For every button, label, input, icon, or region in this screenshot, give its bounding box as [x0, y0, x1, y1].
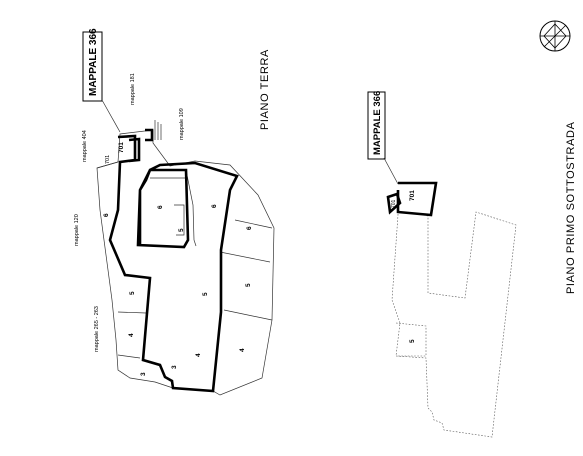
basement-sub-5-label: 5	[409, 339, 416, 343]
basement-sub-701b-label: 701	[391, 199, 397, 208]
mappale-109-label: mappale 109	[179, 108, 185, 140]
sub-6-label: 6	[246, 226, 253, 230]
sub-6-label: 6	[103, 213, 110, 217]
sub-701-label: 701	[118, 142, 125, 153]
basement-mappale-label: MAPPALE 366	[372, 91, 383, 155]
sub-5-label: 5	[129, 291, 136, 295]
ground-floor-label: PIANO TERRA	[259, 49, 271, 130]
mappale-181-label: mappale 181	[130, 73, 136, 105]
mappale-265-263-label: mappale 265 - 263	[94, 306, 100, 352]
mappale-404-label: mappale 404	[82, 130, 88, 162]
basement-mappale-label-box	[367, 91, 386, 160]
sub-5-label: 5	[202, 292, 209, 296]
mappale-120-label: mappale 120	[74, 214, 80, 246]
sub-4-label: 4	[128, 333, 135, 337]
sub-6-label: 6	[211, 204, 218, 208]
sub-5-label: 5	[245, 283, 252, 287]
sub-701b-label: 701	[105, 155, 111, 164]
ground-floor-plan: PIANO TERRA MAPPALE 366 mappale 181 mapp…	[74, 28, 275, 396]
sub-6-label: 6	[157, 205, 164, 209]
sub-4-label: 4	[239, 348, 246, 352]
basement-sub-701-label: 701	[409, 190, 416, 201]
sub-5-label: 5	[178, 228, 185, 232]
basement-floor-label: PIANO PRIMO SOTTOSTRADA	[565, 121, 577, 294]
north-arrow-icon	[539, 20, 571, 52]
sub-3-label: 3	[140, 372, 147, 376]
sub-3-label: 3	[171, 365, 178, 369]
basement-floor-plan: PIANO PRIMO SOTTOSTRADA MAPPALE 366 701 …	[367, 91, 577, 438]
mappale-label: MAPPALE 366	[88, 28, 99, 96]
mappale-label-box	[82, 31, 103, 102]
sub-4-label: 4	[195, 353, 202, 357]
